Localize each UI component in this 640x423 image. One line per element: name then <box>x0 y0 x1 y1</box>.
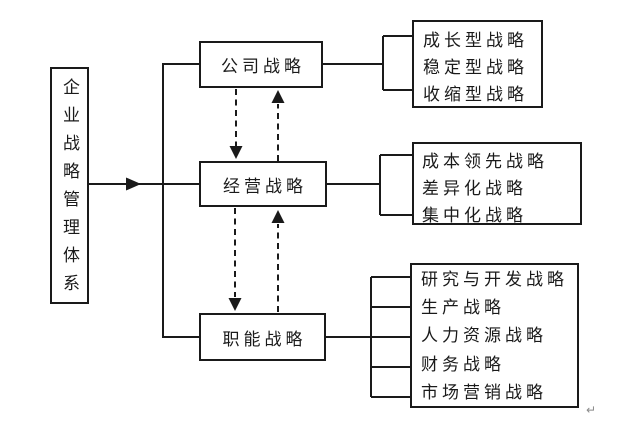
substrategy-item: 成本领先战略 <box>422 152 548 171</box>
node-enterprise-system: 企业战略管理体系 <box>50 67 89 304</box>
substrategy-item: 生产战略 <box>421 298 505 318</box>
substrategy-item: 财务战略 <box>421 354 505 374</box>
group-functional-substrategies: 研究与开发战略 生产战略 人力资源战略 财务战略 市场营销战略 <box>410 263 579 408</box>
corporate-strategy-label: 公司战略 <box>221 57 305 76</box>
trunk-line <box>162 63 199 338</box>
down-arrowhead-icon <box>228 298 242 311</box>
node-business-strategy: 经营战略 <box>199 161 327 207</box>
down-arrowhead-icon <box>229 146 243 159</box>
business-strategy-label: 经营战略 <box>223 176 307 196</box>
substrategy-item: 收缩型战略 <box>423 85 528 104</box>
substrategy-item: 研究与开发战略 <box>421 270 568 289</box>
enterprise-system-label: 企业战略管理体系 <box>60 78 79 302</box>
substrategy-item: 差异化战略 <box>422 179 527 198</box>
functional-strategy-label: 职能战略 <box>222 329 307 349</box>
group-corporate-substrategies: 成长型战略 稳定型战略 收缩型战略 <box>412 20 543 108</box>
right-arrowhead-icon <box>126 177 141 191</box>
paragraph-mark-icon: ↵ <box>586 403 597 417</box>
node-functional-strategy: 职能战略 <box>199 313 326 361</box>
up-arrowhead-icon <box>271 90 285 103</box>
substrategy-item: 人力资源战略 <box>421 326 547 346</box>
substrategy-item: 成长型战略 <box>423 31 528 50</box>
substrategy-item: 市场营销战略 <box>421 382 547 402</box>
up-arrowhead-icon <box>271 210 285 223</box>
node-corporate-strategy: 公司战略 <box>199 41 323 88</box>
substrategy-item: 稳定型战略 <box>423 58 528 77</box>
group-business-substrategies: 成本领先战略 差异化战略 集中化战略 <box>412 142 582 225</box>
substrategy-item: 集中化战略 <box>422 206 527 225</box>
